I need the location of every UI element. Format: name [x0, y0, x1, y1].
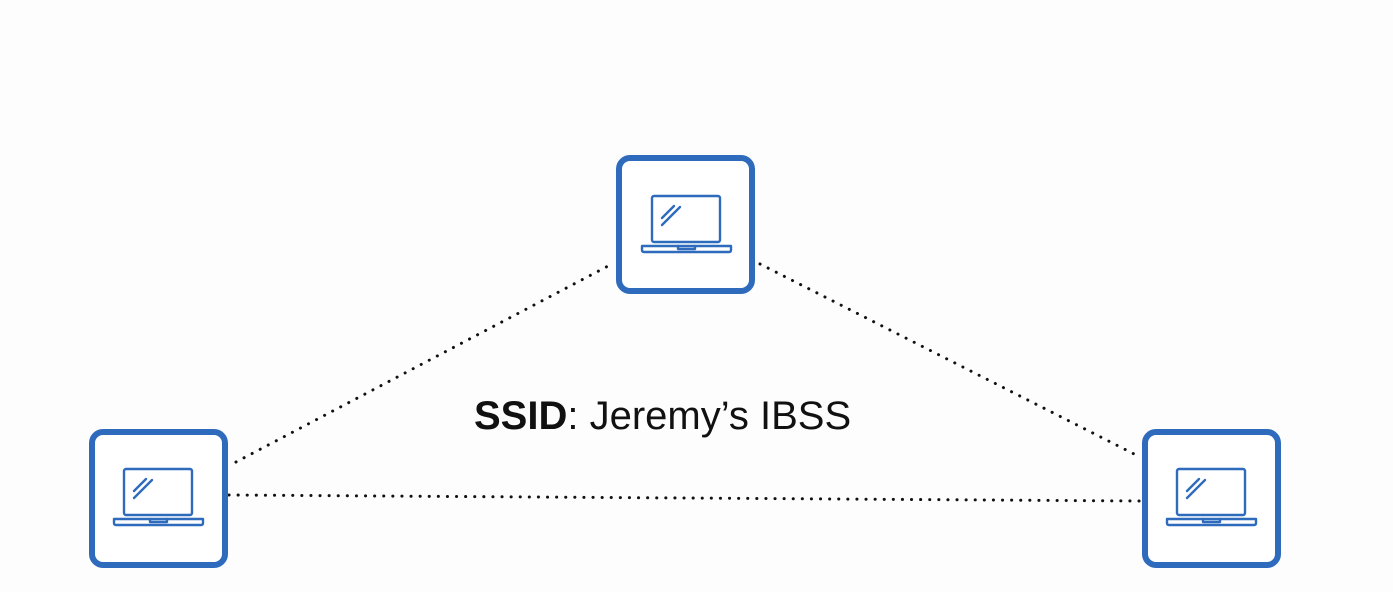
ssid-separator: :	[567, 394, 590, 438]
laptop-icon	[112, 467, 205, 527]
ssid-key: SSID	[474, 394, 568, 438]
ssid-value: Jeremy’s IBSS	[589, 394, 852, 438]
node-left	[89, 429, 228, 568]
laptop-icon	[640, 194, 733, 254]
link-top-right	[758, 262, 1142, 459]
ssid-caption: SSID: Jeremy’s IBSS	[474, 392, 934, 440]
link-left-right	[227, 493, 1142, 503]
node-top	[616, 155, 755, 294]
node-right	[1142, 429, 1281, 568]
laptop-icon	[1165, 467, 1258, 527]
